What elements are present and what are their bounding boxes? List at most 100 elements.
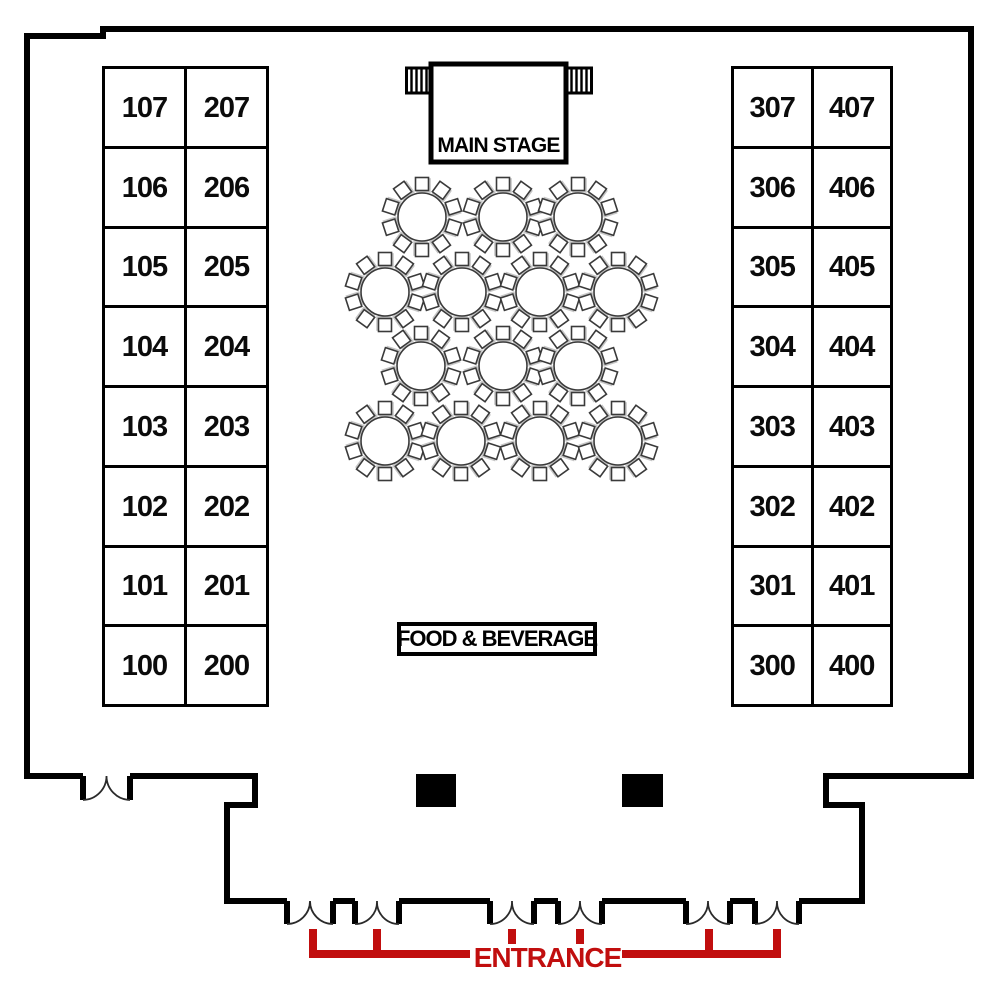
chair	[377, 251, 393, 267]
chair	[562, 292, 581, 312]
booth-206: 206	[187, 148, 266, 226]
chair	[392, 180, 413, 201]
chair	[407, 292, 426, 312]
table-top	[396, 341, 446, 391]
chair	[577, 292, 596, 312]
chair	[355, 457, 376, 478]
chair	[532, 466, 548, 482]
chair	[627, 457, 648, 478]
chair	[471, 255, 492, 276]
chair	[537, 197, 556, 217]
table-top	[436, 416, 486, 466]
chair	[420, 441, 439, 461]
chair	[537, 366, 556, 386]
chair	[548, 233, 569, 254]
chair	[355, 255, 376, 276]
chair	[562, 272, 581, 292]
chair	[537, 346, 556, 366]
booth-107: 107	[105, 69, 184, 146]
round-table-6	[499, 251, 581, 333]
chair	[380, 366, 399, 386]
booth-402: 402	[813, 467, 890, 545]
chair	[407, 272, 426, 292]
chair	[577, 272, 596, 292]
chair	[432, 308, 453, 329]
chair	[610, 466, 626, 482]
door-leaves	[80, 776, 802, 924]
chair	[431, 180, 452, 201]
round-table-9	[462, 325, 544, 407]
chair	[421, 292, 440, 312]
chair	[510, 255, 531, 276]
chair	[570, 391, 586, 407]
chair	[420, 421, 439, 441]
chair	[587, 180, 608, 201]
booth-404: 404	[813, 308, 890, 385]
booth-306: 306	[734, 148, 811, 226]
chair	[577, 421, 596, 441]
chair	[587, 382, 608, 403]
chair	[548, 329, 569, 350]
chair	[431, 457, 452, 478]
walls	[24, 26, 974, 904]
chair	[610, 400, 626, 416]
round-table-11	[344, 400, 426, 482]
chair	[381, 197, 400, 217]
chair	[462, 217, 481, 237]
round-table-14	[577, 400, 659, 482]
chair	[470, 457, 491, 478]
chair	[414, 242, 430, 258]
chair	[588, 255, 609, 276]
booth-406: 406	[813, 148, 890, 226]
food-beverage-label: FOOD & BEVERAGE	[397, 622, 598, 656]
chair	[473, 382, 494, 403]
booth-303: 303	[734, 388, 811, 465]
round-table-13	[499, 400, 581, 482]
chair	[510, 457, 531, 478]
chair	[394, 308, 415, 329]
chair	[377, 466, 393, 482]
chair	[443, 366, 462, 386]
chair	[391, 329, 412, 350]
chair	[499, 441, 518, 461]
chair	[549, 255, 570, 276]
chair	[413, 325, 429, 341]
banquet-tables	[344, 176, 659, 482]
round-table-3	[537, 176, 619, 258]
chair	[640, 272, 659, 292]
chair	[549, 404, 570, 425]
table-top	[515, 267, 565, 317]
table-top	[397, 192, 447, 242]
chair	[473, 180, 494, 201]
chair	[430, 329, 451, 350]
table-top	[437, 267, 487, 317]
chair	[495, 391, 511, 407]
chair	[610, 251, 626, 267]
chair	[588, 457, 609, 478]
chair	[600, 346, 619, 366]
booth-405: 405	[813, 228, 890, 306]
booth-103: 103	[105, 388, 184, 465]
chair	[432, 255, 453, 276]
chair	[444, 197, 463, 217]
chair	[512, 329, 533, 350]
chair	[355, 308, 376, 329]
entrance-markers	[309, 929, 781, 958]
chair	[392, 233, 413, 254]
chair	[394, 255, 415, 276]
booth-106: 106	[105, 148, 184, 226]
chair	[344, 441, 363, 461]
chair	[483, 441, 502, 461]
chair	[453, 400, 469, 416]
chair	[344, 272, 363, 292]
chair	[495, 176, 511, 192]
stage-stairs-right	[565, 66, 593, 95]
booth-204: 204	[187, 308, 266, 385]
chair	[499, 272, 518, 292]
booth-307: 307	[734, 69, 811, 146]
round-table-10	[537, 325, 619, 407]
chair	[532, 251, 548, 267]
